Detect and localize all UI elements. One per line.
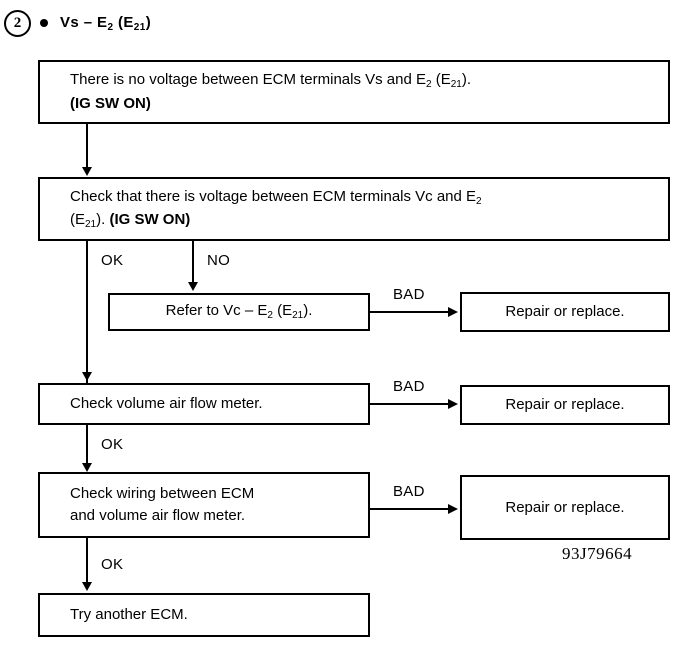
edge-label-bad-1: BAD: [393, 286, 425, 303]
connector-ok-branch-2: [86, 425, 88, 469]
connector-bad-1: [370, 311, 452, 313]
node-symptom: There is no voltage between ECM terminal…: [38, 60, 670, 124]
page-title: Vs – E2 (E21): [60, 13, 152, 33]
node-refer-vc-text: Refer to Vc – E2 (E21).: [165, 302, 313, 322]
node-symptom-text: There is no voltage between ECM terminal…: [70, 71, 472, 112]
node-check-meter-text: Check volume air flow meter.: [70, 395, 263, 413]
arrowhead-to-repair-1: [448, 307, 458, 317]
node-repair-2-text: Repair or replace.: [505, 396, 625, 414]
node-repair-1-text: Repair or replace.: [505, 303, 625, 321]
arrowhead-to-check-vc: [82, 167, 92, 176]
node-repair-2: Repair or replace.: [460, 385, 670, 425]
bullet-dot-icon: [40, 19, 48, 27]
edge-label-ok-1: OK: [101, 252, 124, 269]
arrowhead-to-repair-2: [448, 399, 458, 409]
arrowhead-to-try-ecm: [82, 582, 92, 591]
arrowhead-to-check-wiring: [82, 463, 92, 472]
connector-symptom-to-check-vc: [86, 124, 88, 171]
edge-label-ok-3: OK: [101, 556, 124, 573]
connector-ok-branch-1: [86, 241, 88, 383]
connector-no-branch: [192, 241, 194, 285]
connector-ok-branch-3: [86, 538, 88, 585]
node-try-ecm: Try another ECM.: [38, 593, 370, 637]
edge-label-bad-2: BAD: [393, 378, 425, 395]
edge-label-ok-2: OK: [101, 436, 124, 453]
node-repair-1: Repair or replace.: [460, 292, 670, 332]
node-check-meter: Check volume air flow meter.: [38, 383, 370, 425]
connector-bad-2: [370, 403, 452, 405]
step-number-badge: 2: [4, 9, 31, 37]
arrowhead-to-refer-vc: [188, 282, 198, 291]
edge-label-no-1: NO: [207, 252, 231, 269]
connector-bad-3: [370, 508, 452, 510]
arrowhead-to-repair-3: [448, 504, 458, 514]
arrowhead-to-check-meter: [82, 372, 92, 381]
node-refer-vc: Refer to Vc – E2 (E21).: [108, 293, 370, 331]
node-repair-3: Repair or replace.: [460, 475, 670, 540]
node-try-ecm-text: Try another ECM.: [70, 606, 188, 624]
node-repair-3-text: Repair or replace.: [505, 498, 625, 516]
node-check-vc-text: Check that there is voltage between ECM …: [70, 187, 482, 231]
edge-label-bad-3: BAD: [393, 483, 425, 500]
node-check-vc: Check that there is voltage between ECM …: [38, 177, 670, 241]
page-header: 2 Vs – E2 (E21): [0, 6, 151, 40]
reference-code: 93J79664: [562, 544, 633, 563]
